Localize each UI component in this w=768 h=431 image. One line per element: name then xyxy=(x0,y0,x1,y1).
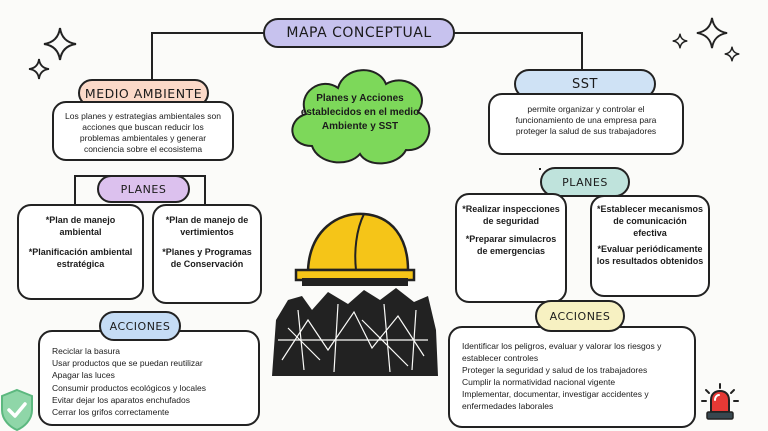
siren-icon xyxy=(701,383,739,420)
plan-item: *Establecer mecanismos de comunicación e… xyxy=(596,204,704,238)
list-item: Implementar, documentar, investigar acci… xyxy=(462,389,649,411)
sparkle-icon xyxy=(696,17,728,49)
sparkle-icon xyxy=(724,46,740,62)
list-item: Usar productos que se puedan reutilizar xyxy=(52,358,203,369)
plan-item: *Realizar inspecciones de seguridad xyxy=(462,204,560,226)
plan-box-right-b: *Establecer mecanismos de comunicación e… xyxy=(590,195,710,297)
medio-ambiente-description: Los planes y estrategias ambientales son… xyxy=(52,101,234,161)
planes-right-label: PLANES xyxy=(540,167,630,197)
list-item: Evitar dejar los aparatos enchufados xyxy=(52,394,190,405)
shield-check-icon xyxy=(0,388,33,431)
plan-item: *Evaluar periódicamente los resultados o… xyxy=(596,244,704,266)
sparkle-icon xyxy=(672,33,688,49)
sparkle-icon xyxy=(43,27,77,61)
list-item: Cumplir la normatividad nacional vigente xyxy=(462,377,616,387)
plan-item: *Planes y Programas de Conservación xyxy=(162,247,252,269)
acciones-left-box: Reciclar la basura Usar productos que se… xyxy=(38,330,260,426)
plan-item: *Plan de manejo de vertimientos xyxy=(165,215,249,237)
list-item: Reciclar la basura xyxy=(52,346,121,356)
acciones-left-label: ACCIONES xyxy=(99,311,181,341)
list-item: Proteger la seguridad y salud de los tra… xyxy=(462,365,648,375)
cloud-shape xyxy=(291,69,431,165)
acciones-right-box: Identificar los peligros, evaluar y valo… xyxy=(448,326,696,428)
plan-box-right-a: *Realizar inspecciones de seguridad *Pre… xyxy=(455,193,567,303)
list-item: Apagar las luces xyxy=(52,370,115,381)
plan-item: *Preparar simulacros de emergencias xyxy=(465,234,557,256)
hard-hat-icon xyxy=(272,212,438,376)
list-item: Consumir productos ecológicos y locales xyxy=(52,382,207,393)
plan-item: *Planificación ambiental estratégica xyxy=(28,247,133,269)
center-topic: Planes y Acciones establecidos en el med… xyxy=(300,93,420,132)
acciones-right-label: ACCIONES xyxy=(535,300,625,332)
list-item: Cerrar los grifos correctamente xyxy=(52,407,170,418)
sparkle-icon xyxy=(28,58,50,80)
plan-box-left-a: *Plan de manejo ambiental *Planificación… xyxy=(17,204,144,300)
plan-box-left-b: *Plan de manejo de vertimientos *Planes … xyxy=(152,204,262,304)
list-item: Identificar los peligros, evaluar y valo… xyxy=(462,341,662,363)
sst-description: permite organizar y controlar el funcion… xyxy=(488,93,684,155)
plan-item: *Plan de manejo ambiental xyxy=(45,215,116,237)
planes-left-label: PLANES xyxy=(97,175,190,203)
page-title: MAPA CONCEPTUAL xyxy=(263,18,455,48)
